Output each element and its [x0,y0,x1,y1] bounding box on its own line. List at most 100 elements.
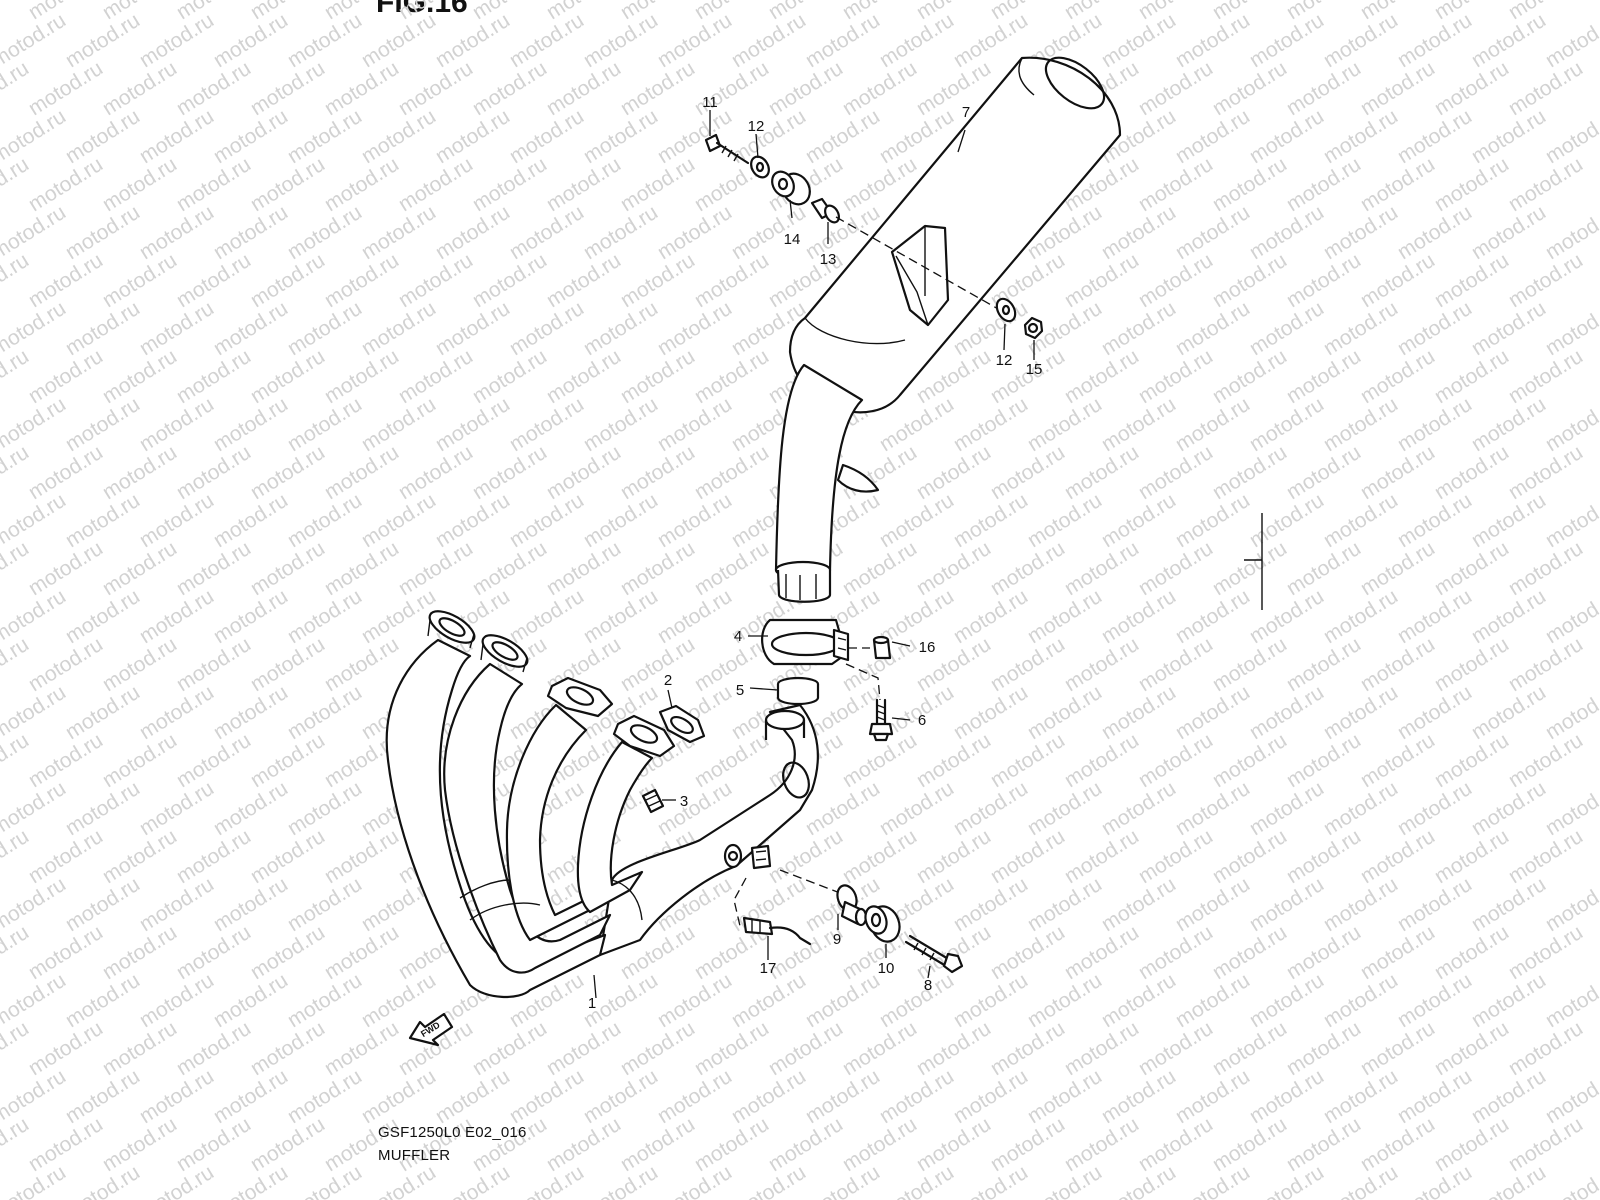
watermark-text: motod.ru [1393,969,1475,1032]
watermark-text: motod.ru [1282,537,1364,600]
watermark-text: motod.ru [320,57,402,120]
watermark-text: motod.ru [1356,0,1438,24]
label-12-lower: 12 [996,352,1013,369]
watermark-text: motod.ru [1356,921,1438,984]
watermark-text: motod.ru [1171,777,1253,840]
watermark-text: motod.ru [1467,969,1549,1032]
watermark-text: motod.ru [1060,249,1142,312]
watermark-text: motod.ru [1245,1065,1327,1128]
watermark-text: motod.ru [209,681,291,744]
watermark-text: motod.ru [1430,1113,1512,1176]
watermark-text: motod.ru [431,1065,513,1128]
watermark-text: motod.ru [1393,681,1475,744]
watermark-text: motod.ru [172,249,254,312]
watermark-text: motod.ru [61,1065,143,1128]
label-3: 3 [680,793,688,810]
watermark-text: motod.ru [431,393,513,456]
part-grommet-lower [864,905,901,943]
watermark-text: motod.ru [579,105,661,168]
watermark-text: motod.ru [1097,297,1179,360]
watermark-text: motod.ru [0,825,33,888]
watermark-text: motod.ru [579,489,661,552]
watermark-text: motod.ru [1393,873,1475,936]
watermark-text: motod.ru [1282,0,1364,24]
watermark-text: motod.ru [838,537,920,600]
watermark-text: motod.ru [1282,1113,1364,1176]
watermark-text: motod.ru [1319,201,1401,264]
watermark-text: motod.ru [431,9,513,72]
watermark-text: motod.ru [0,729,33,792]
watermark-text: motod.ru [24,57,106,120]
watermark-text: motod.ru [542,249,624,312]
watermark-text: motod.ru [1208,729,1290,792]
watermark-text: motod.ru [0,537,33,600]
watermark-text: motod.ru [246,0,328,24]
watermark-text: motod.ru [135,585,217,648]
watermark-text: motod.ru [616,0,698,24]
watermark-text: motod.ru [764,57,846,120]
watermark-text: motod.ru [468,537,550,600]
watermark-text: motod.ru [1171,1065,1253,1128]
watermark-text: motod.ru [135,201,217,264]
watermark-text: motod.ru [209,1161,291,1200]
watermark-text: motod.ru [1245,489,1327,552]
watermark-text: motod.ru [875,1065,957,1128]
watermark-text: motod.ru [579,585,661,648]
watermark-text: motod.ru [1060,345,1142,408]
watermark-text: motod.ru [727,9,809,72]
watermark-text: motod.ru [283,9,365,72]
watermark-text: motod.ru [394,249,476,312]
watermark-text: motod.ru [1319,969,1401,1032]
watermark-text: motod.ru [98,1017,180,1080]
watermark-text: motod.ru [616,153,698,216]
watermark-text: motod.ru [912,0,994,24]
watermark-text: motod.ru [1504,0,1586,24]
watermark-text: motod.ru [172,153,254,216]
watermark-text: motod.ru [61,201,143,264]
watermark-text: motod.ru [0,441,33,504]
watermark-text: motod.ru [690,633,772,696]
watermark-text: motod.ru [61,393,143,456]
watermark-text: motod.ru [172,729,254,792]
watermark-text: motod.ru [1430,729,1512,792]
label-4: 4 [734,628,742,645]
part-collar-lower [836,884,868,927]
watermark-text: motod.ru [1171,873,1253,936]
watermark-text: motod.ru [135,1065,217,1128]
watermark-text: motod.ru [1171,105,1253,168]
watermark-text: motod.ru [1171,393,1253,456]
watermark-text: motod.ru [431,489,513,552]
watermark-text: motod.ru [1467,585,1549,648]
watermark-text: motod.ru [283,393,365,456]
watermark-text: motod.ru [1504,153,1586,216]
watermark-text: motod.ru [875,777,957,840]
watermark-text: motod.ru [172,1113,254,1176]
watermark-text: motod.ru [1356,633,1438,696]
part-clamp [761,618,850,666]
watermark-text: motod.ru [1023,393,1105,456]
watermark-text: motod.ru [320,249,402,312]
watermark-text: motod.ru [1393,105,1475,168]
watermark-text: motod.ru [1023,489,1105,552]
label-8: 8 [924,977,932,994]
watermark-text: motod.ru [1319,297,1401,360]
watermark-text: motod.ru [1060,0,1142,24]
watermark-text: motod.ru [1171,489,1253,552]
watermark-text: motod.ru [1171,9,1253,72]
watermark-text: motod.ru [246,441,328,504]
watermark-text: motod.ru [690,729,772,792]
watermark-text: motod.ru [24,1113,106,1176]
watermark-text: motod.ru [98,0,180,24]
watermark-text: motod.ru [135,297,217,360]
watermark-text: motod.ru [1060,1017,1142,1080]
watermark-text: motod.ru [727,969,809,1032]
watermark-text: motod.ru [1430,633,1512,696]
watermark-text: motod.ru [61,1161,143,1200]
watermark-text: motod.ru [1023,969,1105,1032]
watermark-text: motod.ru [0,633,33,696]
watermark-text: motod.ru [135,489,217,552]
watermark-text: motod.ru [542,441,624,504]
watermark-text: motod.ru [579,9,661,72]
watermark-text: motod.ru [579,1161,661,1200]
watermark-text: motod.ru [1467,1161,1549,1200]
